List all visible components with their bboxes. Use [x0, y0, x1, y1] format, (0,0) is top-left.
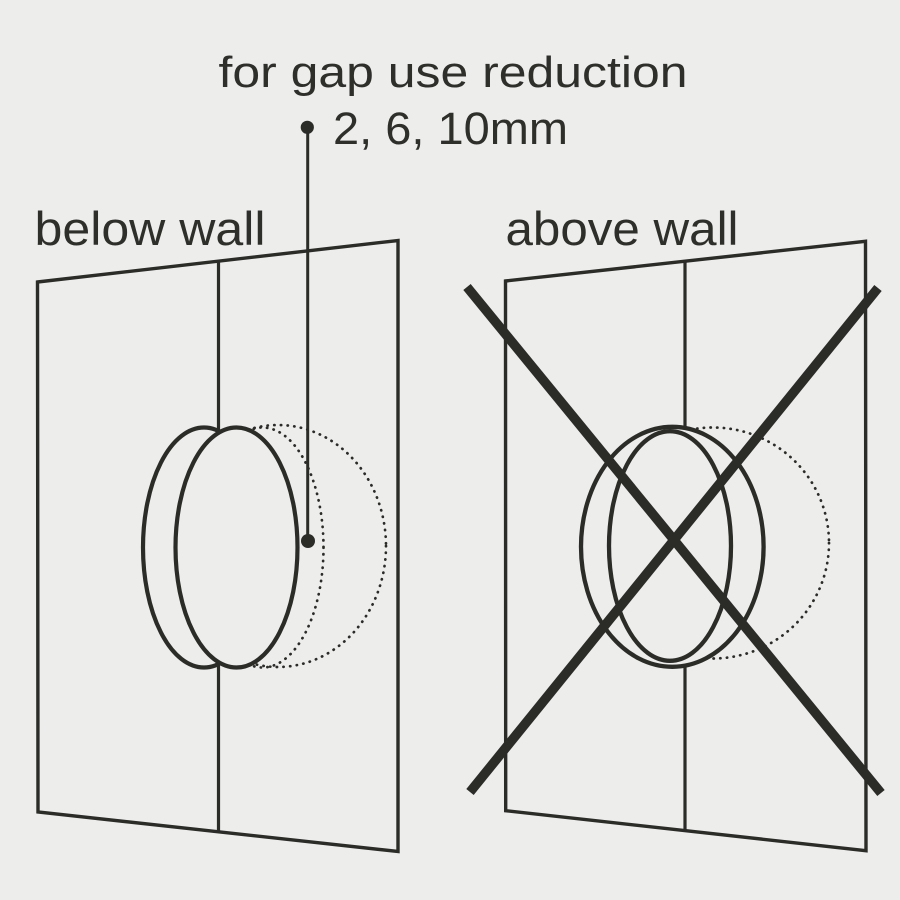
svg-text:above wall: above wall — [506, 203, 739, 256]
svg-text:2, 6, 10mm: 2, 6, 10mm — [333, 103, 568, 154]
svg-text:for gap use reduction: for gap use reduction — [219, 48, 688, 97]
svg-text:below wall: below wall — [35, 203, 266, 256]
